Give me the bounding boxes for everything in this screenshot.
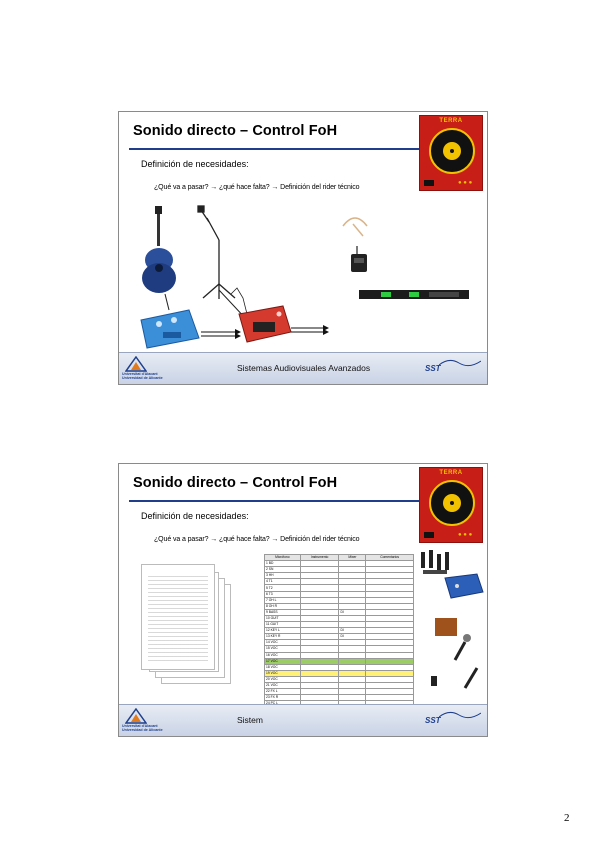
logo-tag xyxy=(424,532,434,538)
condenser-microphone-icon xyxy=(463,667,479,689)
slide-title: Sonido directo – Control FoH xyxy=(133,123,338,139)
logo-name: TERRA xyxy=(439,118,463,124)
sst-wave-icon xyxy=(439,359,481,367)
wireless-receiver-icon xyxy=(359,290,469,299)
handheld-microphone-icon xyxy=(453,634,471,661)
footer-course-name: Sistem xyxy=(237,715,263,725)
clip-microphone-icon xyxy=(431,676,437,686)
sst-name: SST xyxy=(425,364,441,373)
signal-chain-diagram xyxy=(140,205,469,349)
table-row: 17 VOC xyxy=(264,657,414,665)
di-box-icon xyxy=(444,573,484,599)
drum-mic-kit-icon xyxy=(421,550,449,574)
sst-wave-icon xyxy=(439,711,481,719)
wireless-bodypack-icon xyxy=(351,246,367,272)
slide-subtitle: Definición de necesidades: xyxy=(141,159,249,169)
acoustic-guitar-icon xyxy=(142,206,176,293)
footer-course-name: Sistemas Audiovisuales Avanzados xyxy=(237,363,371,373)
terra-logo: TERRA ● ● ● xyxy=(419,467,483,543)
percussion-icon xyxy=(435,618,457,636)
page-number: 2 xyxy=(564,812,570,824)
university-line-2: Universidad de Alicante xyxy=(122,376,163,381)
effects-pedal-icon xyxy=(140,309,200,349)
logo-name: TERRA xyxy=(439,470,463,476)
microphone-stand-icon xyxy=(197,205,236,299)
slide-2: Sonido directo – Control FoH Definición … xyxy=(118,463,488,737)
headset-microphone-icon xyxy=(342,217,368,237)
sst-name: SST xyxy=(425,716,441,725)
microphones-illustration xyxy=(421,550,484,689)
sst-logo: SST xyxy=(425,709,481,731)
university-name: Universitat d'Alacant Universidad de Ali… xyxy=(122,372,163,380)
title-rule xyxy=(129,500,419,502)
table-row: 11 GUIT xyxy=(264,621,414,629)
slide-1: Sonido directo – Control FoH Definición … xyxy=(118,111,488,385)
university-name: Universitat d'Alacant Universidad de Ali… xyxy=(122,724,163,732)
university-line-1: Universitat d'Alacant xyxy=(122,372,158,376)
terra-logo: TERRA ● ● ● xyxy=(419,115,483,191)
multi-effects-processor-icon xyxy=(238,305,292,343)
slide-title: Sonido directo – Control FoH xyxy=(133,475,338,491)
slide-question: ¿Qué va a pasar? → ¿qué hace falta? → De… xyxy=(154,536,360,543)
logo-dots: ● ● ● xyxy=(458,532,473,538)
slide-footer: Universitat d'Alacant Universidad de Ali… xyxy=(119,352,487,384)
table-row: 19 VOC xyxy=(264,669,414,677)
university-logo-icon xyxy=(125,708,147,724)
title-rule xyxy=(129,148,419,150)
slide-footer: Universitat d'Alacant Universidad de Ali… xyxy=(119,704,487,736)
logo-tag xyxy=(424,180,434,186)
vinyl-disc-icon xyxy=(429,128,475,174)
logo-dots: ● ● ● xyxy=(458,180,473,186)
university-line-2: Universidad de Alicante xyxy=(122,728,163,733)
slide-question: ¿Qué va a pasar? → ¿qué hace falta? → De… xyxy=(154,184,360,191)
vinyl-disc-icon xyxy=(429,480,475,526)
university-logo-icon xyxy=(125,356,147,372)
sst-logo: SST xyxy=(425,357,481,379)
rider-document xyxy=(141,564,215,670)
university-line-1: Universitat d'Alacant xyxy=(122,724,158,728)
slide-subtitle: Definición de necesidades: xyxy=(141,511,249,521)
